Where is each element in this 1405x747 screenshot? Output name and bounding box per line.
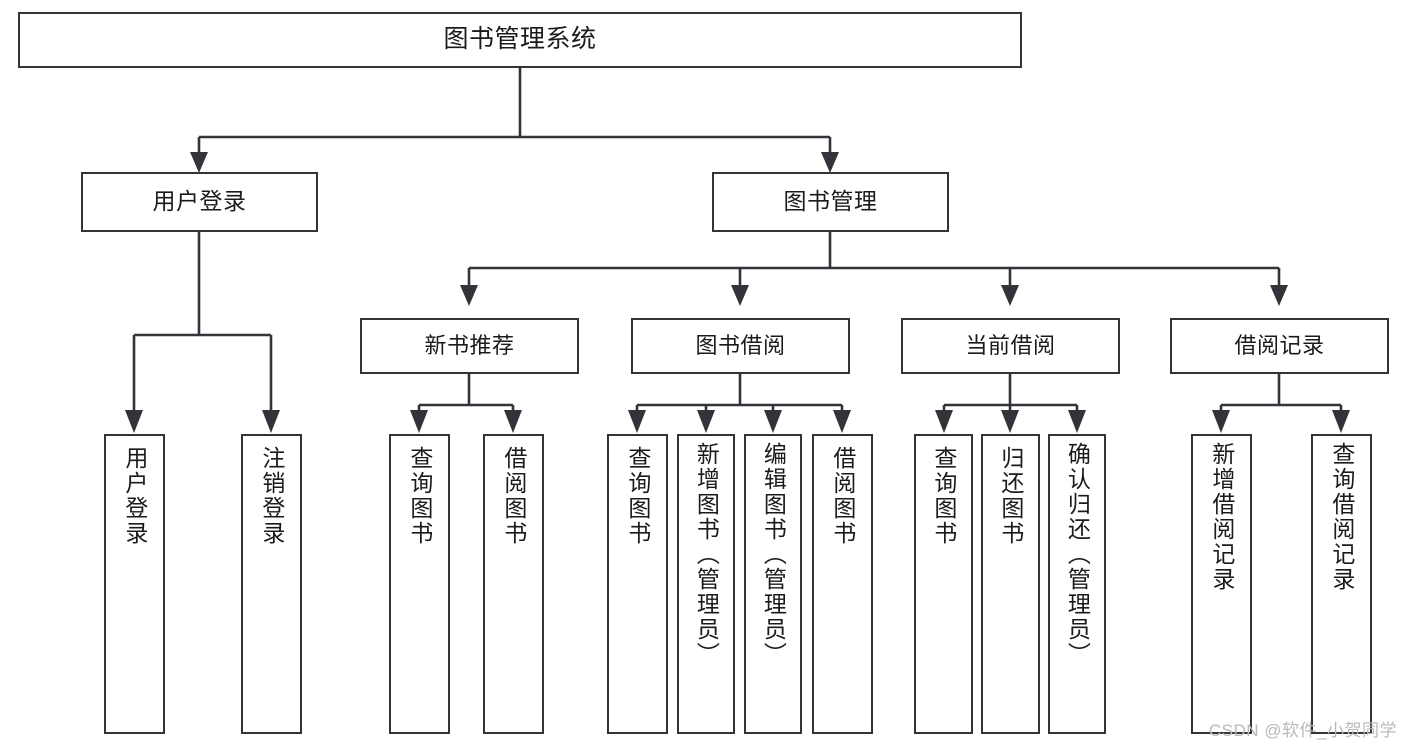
node-current-borrow[interactable]: 当前借阅 (901, 318, 1120, 374)
arrowhead-borrow-record (1270, 285, 1288, 306)
node-leaf-add-book[interactable]: 新增图书（管理员） (677, 434, 735, 734)
node-leaf-logout-login[interactable]: 注销登录 (241, 434, 302, 734)
node-leaf-query-book-3-label: 查询图书 (930, 446, 957, 546)
node-leaf-edit-book[interactable]: 编辑图书（管理员） (744, 434, 802, 734)
watermark-text: CSDN @软件_小贺同学 (1208, 721, 1397, 740)
arrowhead-leaf-confirm (1068, 410, 1086, 433)
node-leaf-logout-login-label: 注销登录 (258, 446, 285, 546)
node-user-login-label: 用户登录 (152, 188, 247, 215)
node-leaf-query-record-label: 查询借阅记录 (1328, 442, 1355, 592)
arrowhead-leaf-edit-book (764, 410, 782, 433)
node-leaf-return-book[interactable]: 归还图书 (981, 434, 1040, 734)
node-book-borrow-label: 图书借阅 (695, 333, 786, 359)
node-leaf-query-book-2-label: 查询图书 (624, 446, 651, 546)
node-leaf-query-book-1-label: 查询图书 (406, 446, 433, 546)
node-leaf-edit-book-label: 编辑图书（管理员） (760, 442, 787, 667)
node-leaf-confirm-return[interactable]: 确认归还（管理员） (1048, 434, 1106, 734)
node-root[interactable]: 图书管理系统 (18, 12, 1022, 68)
arrowhead-leaf-query-record (1332, 410, 1350, 433)
arrowhead-leaf-add-record (1212, 410, 1230, 433)
node-leaf-query-book-3[interactable]: 查询图书 (914, 434, 973, 734)
arrowhead-leaf-query-1 (410, 410, 428, 433)
arrowhead-leaf-user-login (125, 410, 143, 433)
node-user-login[interactable]: 用户登录 (81, 172, 318, 232)
node-leaf-confirm-return-label: 确认归还（管理员） (1064, 442, 1091, 667)
node-leaf-add-record-label: 新增借阅记录 (1208, 442, 1235, 592)
node-new-book-recommend-label: 新书推荐 (424, 333, 515, 359)
node-book-manage[interactable]: 图书管理 (712, 172, 949, 232)
node-leaf-query-book-2[interactable]: 查询图书 (607, 434, 668, 734)
node-current-borrow-label: 当前借阅 (965, 333, 1056, 359)
arrowhead-leaf-query-3 (935, 410, 953, 433)
node-borrow-record[interactable]: 借阅记录 (1170, 318, 1389, 374)
arrowhead-leaf-logout (262, 410, 280, 433)
node-leaf-borrow-book-1-label: 借阅图书 (500, 446, 527, 546)
node-leaf-add-book-label: 新增图书（管理员） (693, 442, 720, 667)
arrowhead-user-login (190, 152, 208, 173)
arrowhead-current-borrow (1001, 285, 1019, 306)
arrowhead-book-manage (821, 152, 839, 173)
arrowhead-leaf-return (1001, 410, 1019, 433)
arrowhead-leaf-query-2 (628, 410, 646, 433)
arrowhead-leaf-add-book (697, 410, 715, 433)
arrowhead-leaf-borrow-1 (504, 410, 522, 433)
node-leaf-borrow-book-2-label: 借阅图书 (829, 446, 856, 546)
node-new-book-recommend[interactable]: 新书推荐 (360, 318, 579, 374)
node-leaf-user-login[interactable]: 用户登录 (104, 434, 165, 734)
node-leaf-return-book-label: 归还图书 (997, 446, 1024, 546)
node-leaf-add-record[interactable]: 新增借阅记录 (1191, 434, 1252, 734)
node-leaf-borrow-book-2[interactable]: 借阅图书 (812, 434, 873, 734)
node-borrow-record-label: 借阅记录 (1234, 333, 1325, 359)
node-leaf-query-book-1[interactable]: 查询图书 (389, 434, 450, 734)
node-root-label: 图书管理系统 (443, 25, 597, 54)
arrowhead-book-borrow (731, 285, 749, 306)
node-leaf-borrow-book-1[interactable]: 借阅图书 (483, 434, 544, 734)
arrowhead-new-book (460, 285, 478, 306)
node-leaf-user-login-label: 用户登录 (121, 446, 148, 546)
node-book-borrow[interactable]: 图书借阅 (631, 318, 850, 374)
node-leaf-query-record[interactable]: 查询借阅记录 (1311, 434, 1372, 734)
arrowhead-leaf-borrow-2 (833, 410, 851, 433)
node-book-manage-label: 图书管理 (783, 188, 878, 215)
